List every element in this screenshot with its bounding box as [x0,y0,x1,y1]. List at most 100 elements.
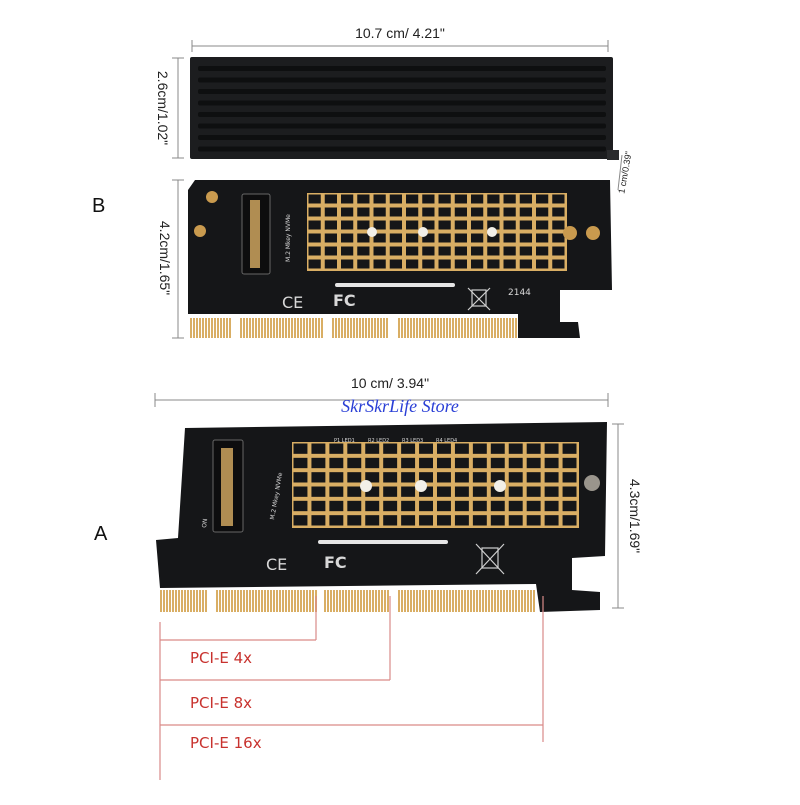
pad-cell [311,443,326,454]
gold-finger [202,590,204,612]
pad-cell [437,457,451,469]
gold-finger [291,590,293,612]
pad-cell [519,194,532,204]
gold-finger [234,590,236,612]
gold-finger [362,318,364,338]
gold-finger [368,318,370,338]
gold-finger [211,318,213,338]
gold-finger [193,318,195,338]
gold-finger [273,318,275,338]
heatsink-fins [198,66,606,152]
variant-b-label: B [92,195,105,217]
pad-cell [329,486,344,497]
pad-cell [487,207,500,217]
pad-cell [454,486,469,497]
pad-cell [544,486,559,497]
gold-finger [273,590,275,612]
gold-finger [500,590,502,612]
heatsink-fin [198,66,606,71]
gold-finger [407,590,409,612]
pad-cell [536,246,549,256]
pad-cell [437,443,451,454]
gold-finger [252,590,254,612]
gold-finger [303,590,305,612]
gold-finger [190,590,192,612]
gold-finger [410,318,412,338]
gold-finger [419,318,421,338]
pad-cell [311,457,326,469]
pad-cell [357,233,370,243]
gold-finger [440,318,442,338]
pad-cell [526,472,541,483]
pad-cell [552,246,565,256]
gold-finger [222,590,224,612]
pad-cell [438,233,451,243]
pad-cell [519,259,532,269]
pad-cell [422,220,435,230]
pad-cell [437,472,451,483]
pad-cell [401,486,416,497]
pad-cell [329,457,344,469]
gold-finger [446,590,448,612]
pad-cell [419,457,433,469]
pad-cell [562,500,577,512]
pad-cell [562,443,577,454]
heatsink: 10.7 cm/ 4.21" 2.6cm/1.02" 1 cm/0.39" [155,25,634,194]
pad-cell [503,233,516,243]
gold-finger [190,318,192,338]
gold-finger [336,590,338,612]
pad-cell [454,472,469,483]
pad-cell [373,233,386,243]
pad-cell [311,486,326,497]
gold-finger [353,318,355,338]
heatsink-fin [198,135,606,140]
pad-cell [389,220,402,230]
pad-cell [471,220,484,230]
pad-cell [437,500,451,512]
pad-cell [365,486,380,497]
pad-cell [389,194,402,204]
gold-finger [264,318,266,338]
pad-cell [401,457,416,469]
pad-cell [401,472,416,483]
gold-finger [246,318,248,338]
gold-finger [503,590,505,612]
pad-cell [536,220,549,230]
pad-cell [329,443,344,454]
pad-cell [472,500,487,512]
pad-cell [308,259,321,269]
pad-cell [562,486,577,497]
gold-finger [419,590,421,612]
pad-cell [503,220,516,230]
card-a-led-labels: P1 LED1 R2 LED2 R3 LED3 R4 LED4 [334,438,457,444]
heatsink-fin [198,77,606,83]
gold-finger [193,590,195,612]
gold-finger [267,318,269,338]
gold-finger [332,318,334,338]
gold-finger [470,318,472,338]
gold-finger [386,318,388,338]
gold-finger [422,590,424,612]
pad-cell [311,515,326,526]
gold-finger [506,318,508,338]
gold-finger [214,318,216,338]
pad-cell [490,486,505,497]
svg-text:R4 LED4: R4 LED4 [436,438,457,444]
pad-cell [454,194,467,204]
gold-finger [515,318,517,338]
gold-finger [303,318,305,338]
gold-finger [446,318,448,338]
pad-cell [422,259,435,269]
pad-cell [347,472,362,483]
adapter-card-b: B 4.2cm/1.65" M.2 Mkey NVMe CE FC 2144 [92,179,612,339]
gold-finger [252,318,254,338]
gold-finger [351,590,353,612]
gold-finger [166,590,168,612]
gold-finger [521,590,523,612]
pad-cell [383,472,398,483]
gold-finger [380,318,382,338]
gold-finger [243,590,245,612]
gold-finger [318,318,320,338]
pad-cell [389,246,402,256]
pad-cell [526,443,541,454]
